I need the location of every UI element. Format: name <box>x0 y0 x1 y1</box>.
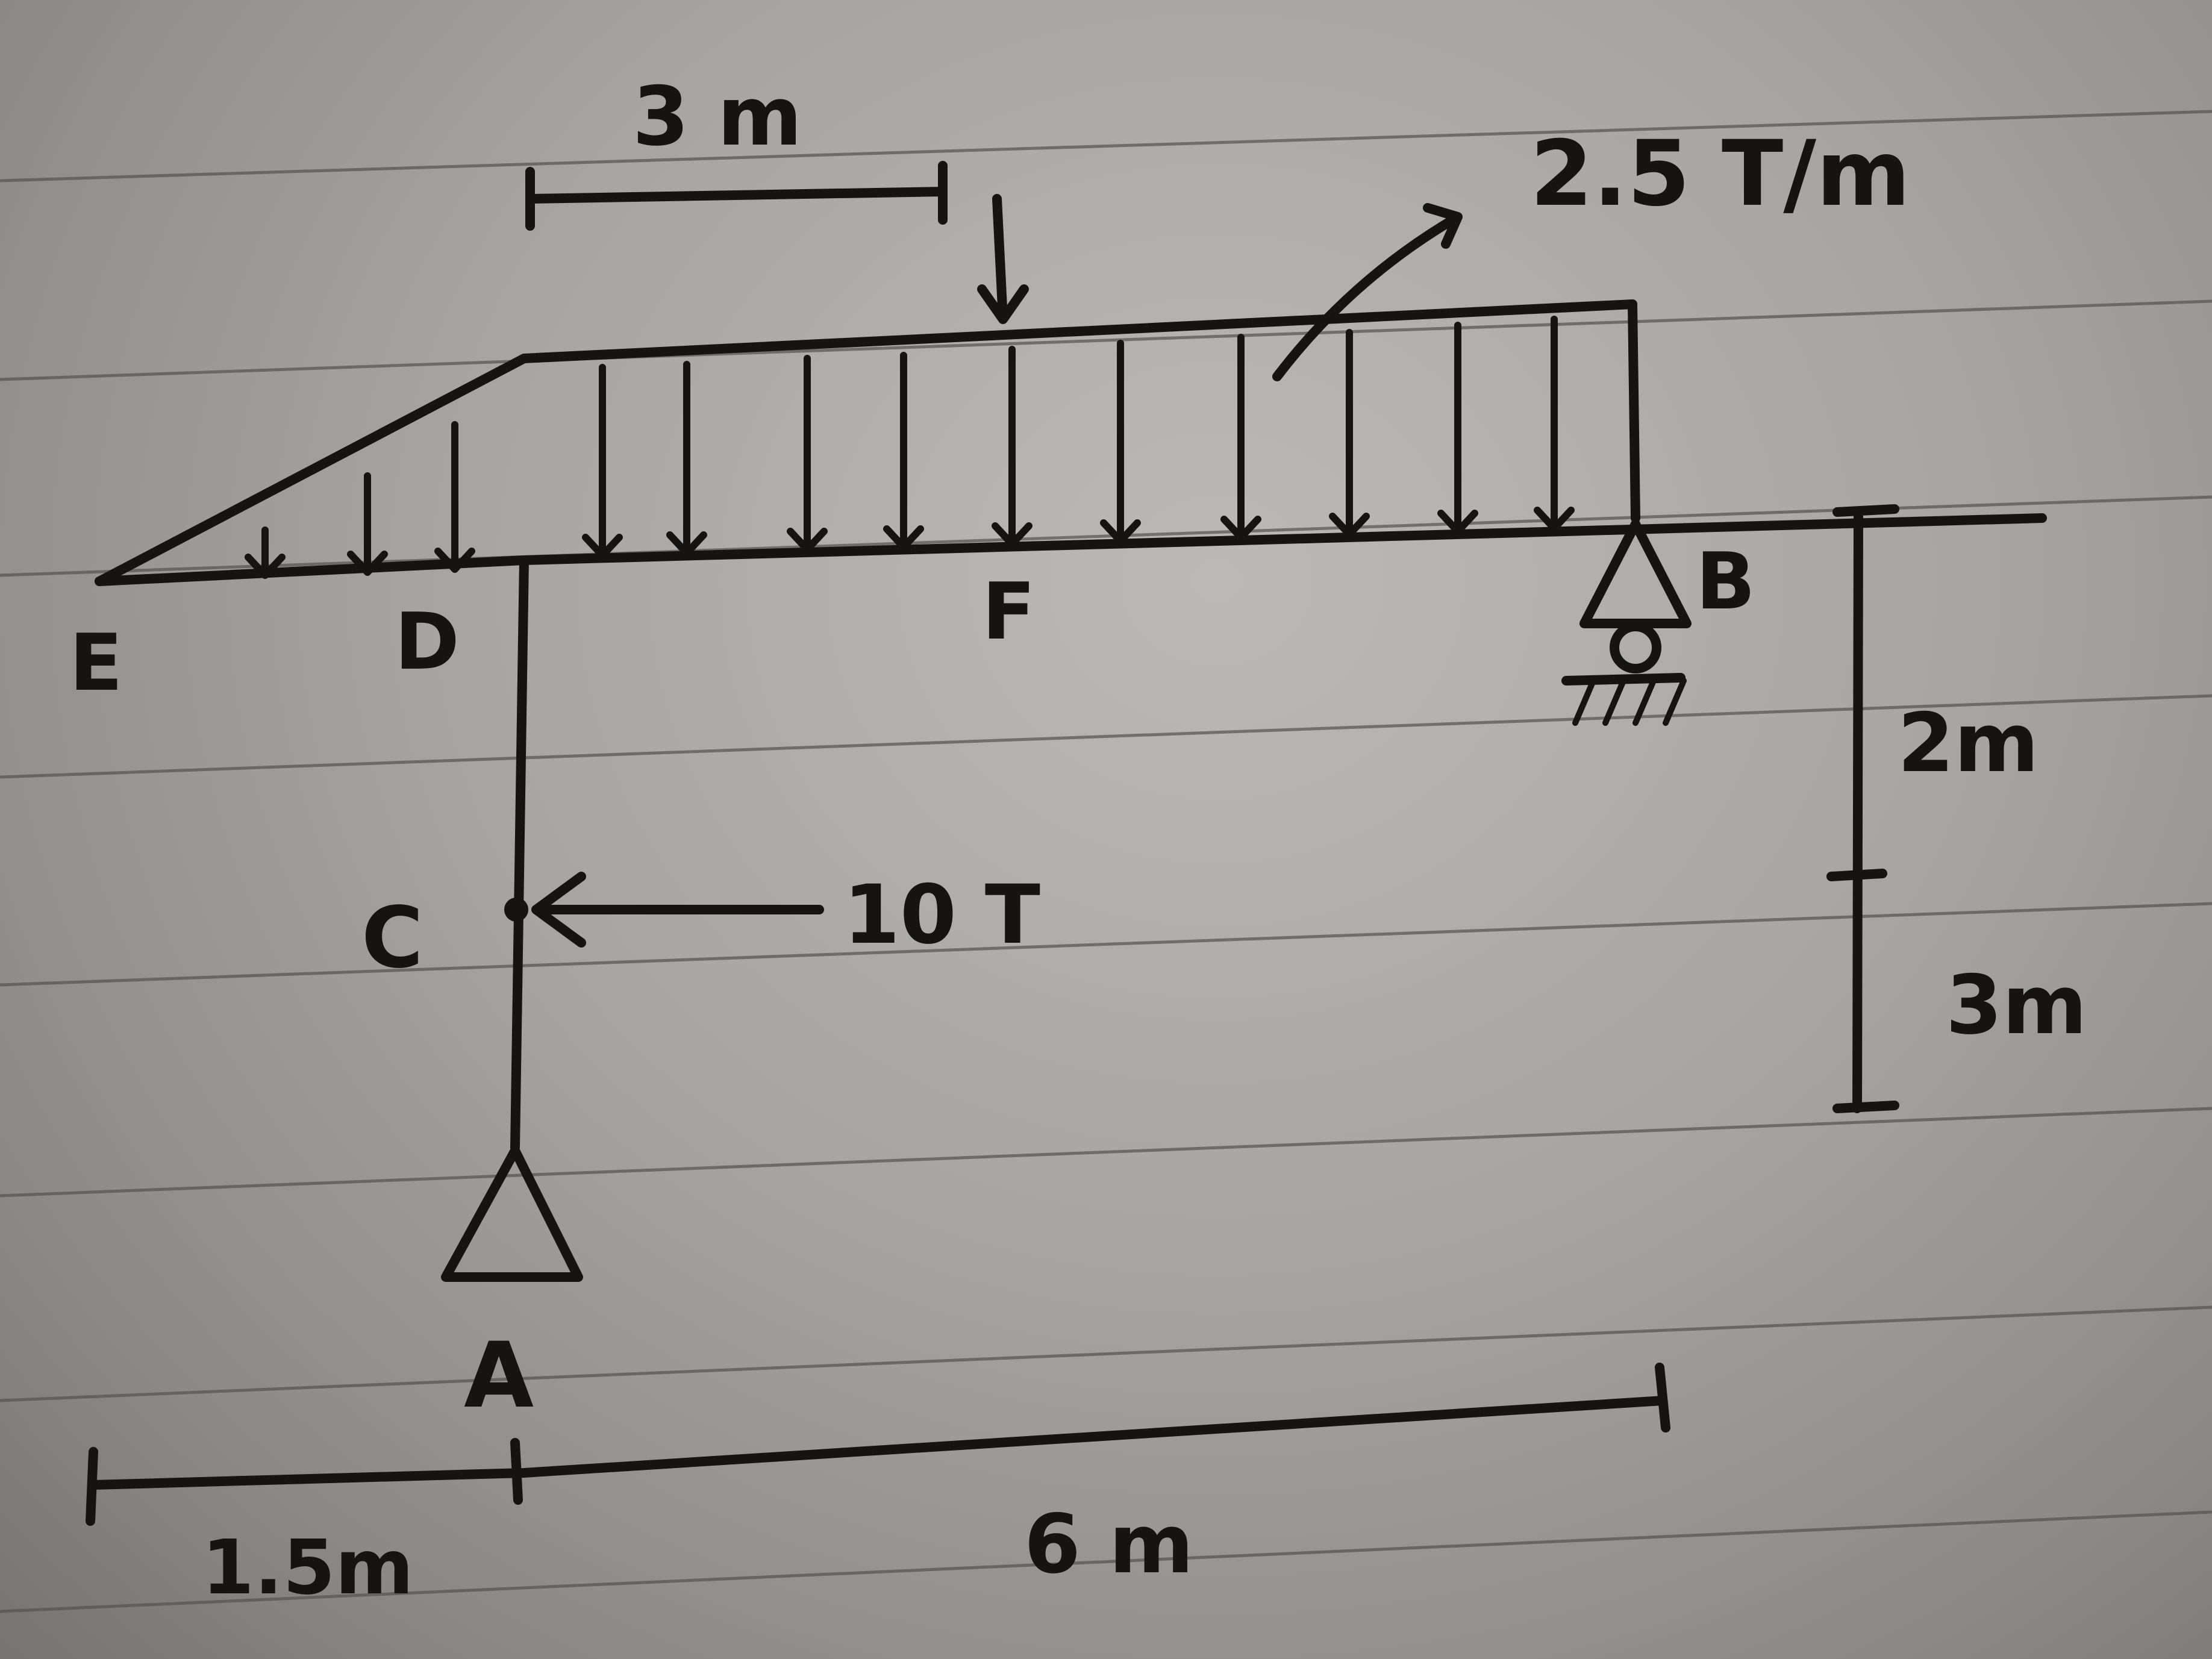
label-a: A <box>464 1323 534 1428</box>
load-arrow <box>347 472 388 576</box>
udl-leader-arrow <box>1272 203 1463 381</box>
label-e: E <box>69 617 123 708</box>
support-a-pin <box>441 1146 583 1282</box>
ruled-line <box>0 1305 2212 1402</box>
label-force: 10 T <box>843 867 1040 962</box>
dim-line-vertical <box>1826 504 1899 1113</box>
load-arrow <box>666 361 707 557</box>
ruled-line <box>0 299 2212 381</box>
horizontal-force-arrow <box>531 872 824 948</box>
point-c-dot <box>504 898 528 922</box>
point-load-arrow-f <box>977 194 1029 324</box>
load-slope <box>95 354 529 586</box>
load-top-line <box>519 299 1637 363</box>
label-d: D <box>395 596 460 687</box>
ruled-line <box>0 902 2212 987</box>
column-da <box>510 555 529 1152</box>
load-arrow <box>1100 340 1141 545</box>
load-arrows <box>245 316 1575 579</box>
load-right-edge <box>1628 299 1640 523</box>
label-overhang: 1.5m <box>202 1524 414 1611</box>
label-height-lower: 3m <box>1946 958 2087 1052</box>
load-arrow <box>883 352 924 551</box>
label-top-span: 3 m <box>633 69 802 164</box>
ruled-line <box>0 1107 2212 1198</box>
labels: E D F B C A 2.5 T/m 10 T 3 m 2m 3m 1.5m … <box>69 69 2087 1611</box>
label-b: B <box>1696 536 1755 627</box>
label-main-span: 6 m <box>1024 1497 1194 1592</box>
load-arrow <box>1329 329 1370 538</box>
load-arrow <box>1534 316 1575 532</box>
support-b-hatch <box>1572 678 1687 726</box>
ruled-line <box>0 694 2212 779</box>
support-b-roller <box>1579 519 1692 628</box>
ruled-line <box>0 110 2212 183</box>
beam-ink <box>86 161 2047 1526</box>
load-arrow <box>1437 322 1478 535</box>
label-height-upper: 2m <box>1898 696 2039 790</box>
dim-line-top <box>525 161 948 231</box>
load-arrow <box>434 421 475 573</box>
dim-line-bottom <box>86 1363 1670 1526</box>
load-arrow <box>245 526 286 579</box>
ruled-line <box>0 1510 2212 1613</box>
label-c: C <box>361 889 423 987</box>
load-arrow <box>582 364 623 559</box>
label-f: F <box>982 566 1036 657</box>
ruled-lines <box>0 110 2212 1613</box>
label-udl: 2.5 T/m <box>1530 122 1910 227</box>
support-b-wheel <box>1610 622 1661 673</box>
load-arrow <box>1220 334 1261 541</box>
load-arrow <box>787 355 828 553</box>
load-arrow <box>992 346 1033 548</box>
